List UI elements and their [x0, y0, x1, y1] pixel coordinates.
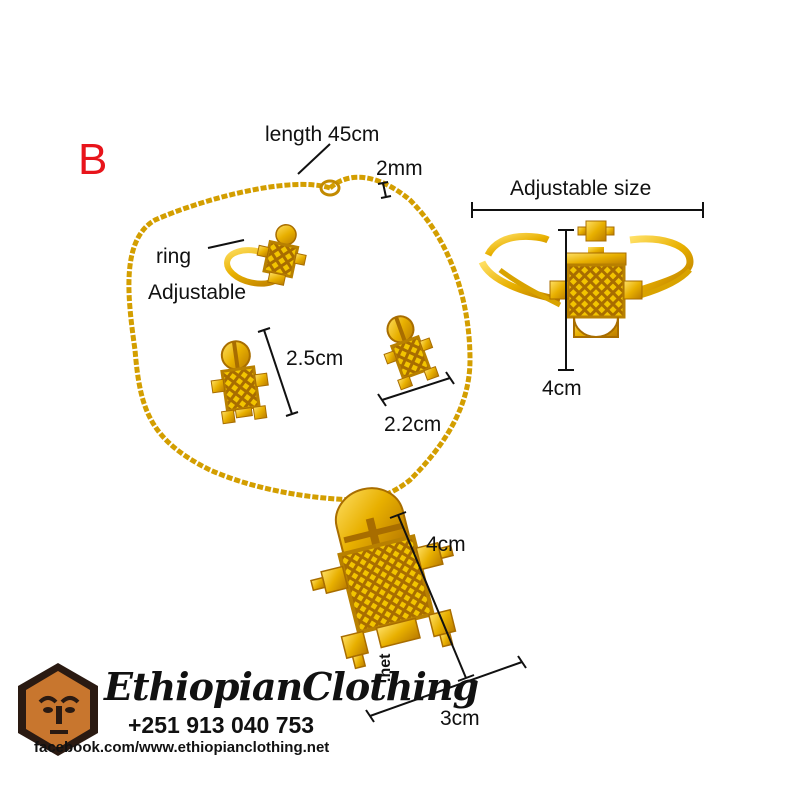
pendant-height-label: 4cm: [426, 533, 466, 556]
clasp: [319, 179, 341, 197]
brand-website: facebook.com/www.ethiopianclothing.net: [34, 739, 330, 756]
earring-height-label: 2.5cm: [286, 347, 344, 370]
bangle: [478, 220, 694, 338]
dimension-lines: [207, 143, 704, 723]
ring-label: ring: [156, 245, 192, 268]
ring: [224, 223, 307, 287]
pendant-width-label: 3cm: [440, 707, 480, 730]
chain-length-label: length 45cm: [265, 123, 380, 146]
brand-phone: +251 913 040 753: [128, 712, 315, 738]
earring-right: [383, 315, 440, 391]
cross-pendant: [310, 487, 457, 670]
chain-width-label: 2mm: [376, 157, 423, 180]
brand-logo-icon: [18, 663, 98, 756]
necklace-chain: [126, 174, 473, 503]
ring-adjustable-label: Adjustable: [148, 281, 247, 304]
earring-width-label: 2.2cm: [384, 413, 442, 436]
brand-domain-suffix: .net: [377, 653, 394, 682]
earring-left: [210, 340, 269, 425]
bangle-size-label: Adjustable size: [510, 177, 652, 200]
variant-label: B: [78, 135, 108, 184]
brand-name: EthiopianClothing: [104, 664, 479, 709]
bangle-height-label: 4cm: [542, 377, 582, 400]
